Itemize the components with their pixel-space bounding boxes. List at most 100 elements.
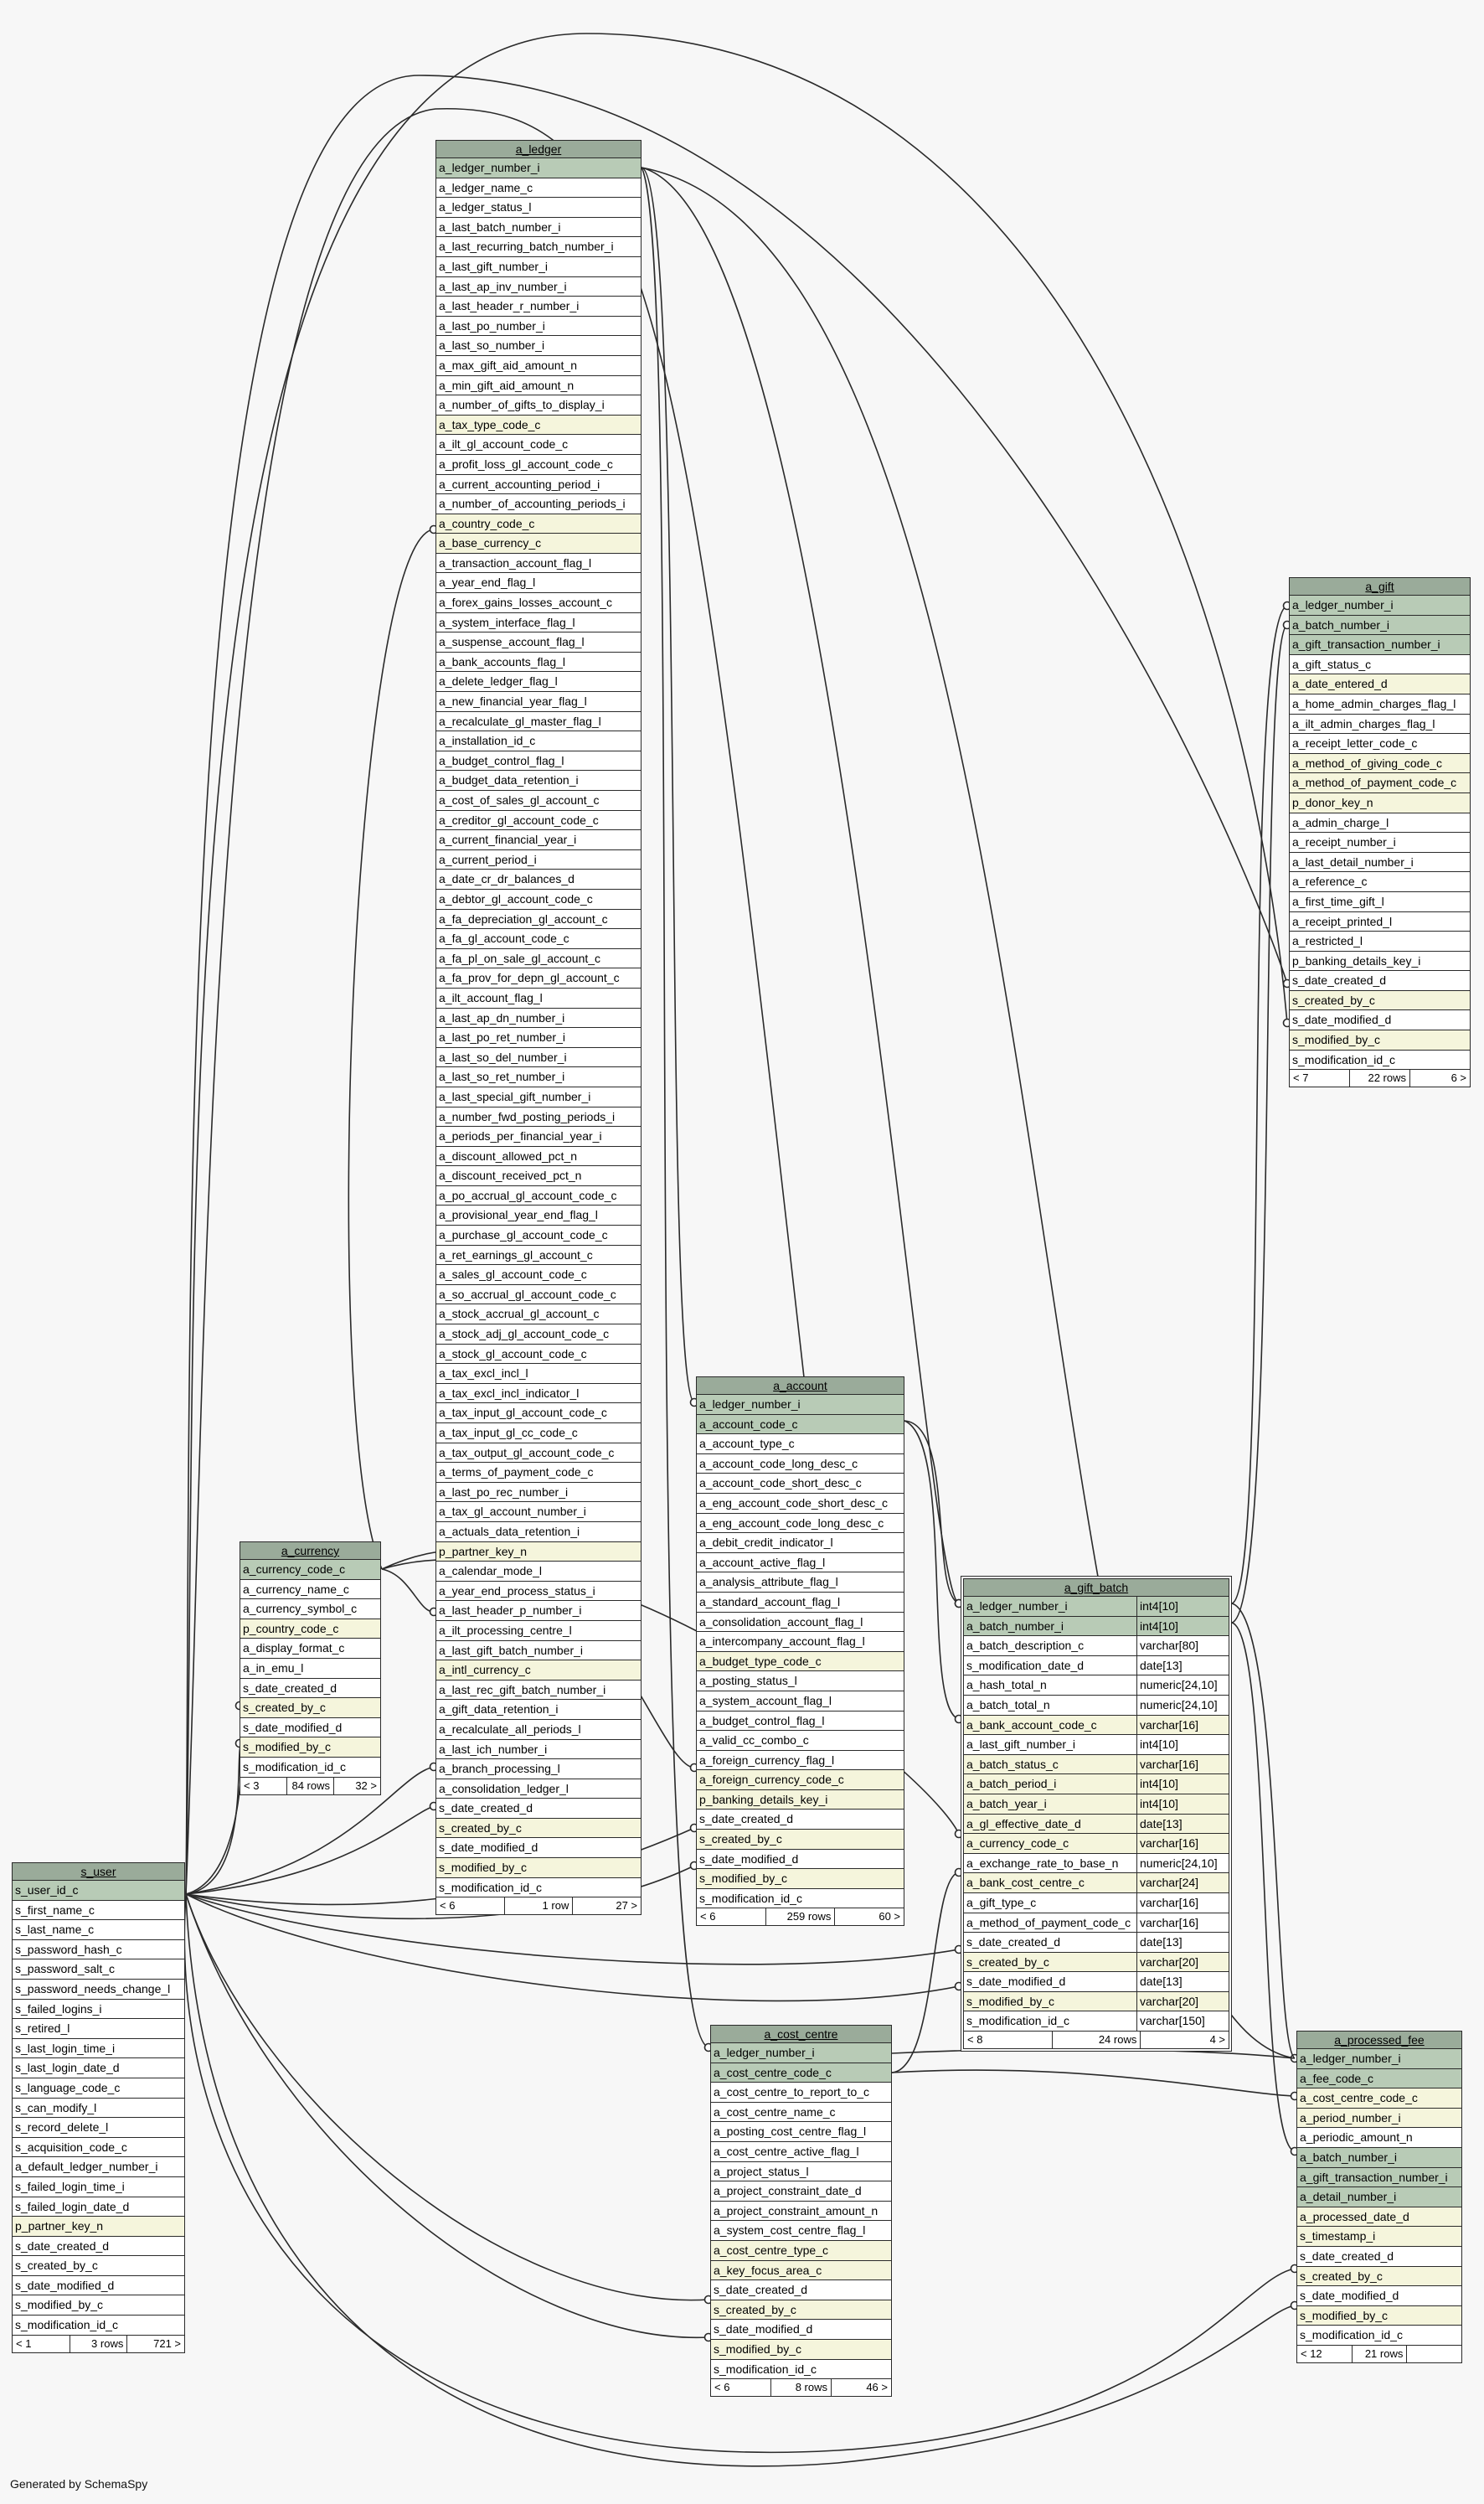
parents-count[interactable]: < 8 xyxy=(967,2033,983,2047)
column-name: a_budget_type_code_c xyxy=(699,1654,822,1668)
table-title[interactable]: a_currency xyxy=(240,1542,380,1560)
children-count[interactable]: 27 > xyxy=(616,1899,638,1913)
column-row: a_last_po_rec_number_i xyxy=(436,1482,641,1503)
parents-count[interactable]: < 7 xyxy=(1293,1071,1309,1085)
children-count[interactable]: 6 > xyxy=(1451,1071,1466,1085)
column-row: a_ledger_number_i xyxy=(1290,596,1470,616)
parents-count[interactable]: < 6 xyxy=(714,2381,730,2394)
parents-count[interactable]: < 1 xyxy=(16,2336,32,2350)
relationship-line xyxy=(1231,1622,1296,2152)
column-type: int4[10] xyxy=(1136,1597,1229,1616)
column-type: int4[10] xyxy=(1136,1794,1229,1814)
table-title[interactable]: a_ledger xyxy=(436,141,641,158)
column-row: s_acquisition_code_c xyxy=(13,2137,184,2158)
relationship-line xyxy=(381,1568,435,1613)
column-row: a_current_period_i xyxy=(436,849,641,870)
table-title[interactable]: a_account xyxy=(697,1377,904,1395)
column-row: s_modified_by_c xyxy=(1290,1030,1470,1051)
column-row: a_standard_account_flag_l xyxy=(697,1592,904,1613)
table-title[interactable]: a_gift xyxy=(1290,578,1470,596)
parents-count[interactable]: < 3 xyxy=(244,1779,260,1792)
column-name: a_ledger_number_i xyxy=(966,1599,1068,1613)
column-row: a_reference_c xyxy=(1290,872,1470,892)
column-name: a_system_cost_centre_flag_l xyxy=(714,2223,866,2238)
column-type: date[13] xyxy=(1136,1933,1229,1952)
table-title[interactable]: a_gift_batch xyxy=(964,1579,1229,1597)
column-name: s_date_modified_d xyxy=(699,1851,799,1866)
table-title[interactable]: s_user xyxy=(13,1863,184,1881)
column-type: numeric[24,10] xyxy=(1136,1675,1229,1695)
parents-count[interactable]: < 6 xyxy=(700,1910,716,1923)
children-count[interactable] xyxy=(1407,2346,1461,2362)
row-count[interactable]: 84 rows xyxy=(286,1777,334,1794)
column-name: a_analysis_attribute_flag_l xyxy=(699,1575,838,1589)
column-name: s_created_by_c xyxy=(15,2259,98,2273)
relationship-line xyxy=(1231,605,1288,1604)
row-count[interactable]: 259 rows xyxy=(765,1908,836,1926)
column-row: a_system_account_flag_l xyxy=(697,1691,904,1711)
column-name: a_last_po_ret_number_i xyxy=(439,1030,565,1045)
column-name: a_country_code_c xyxy=(439,516,535,530)
column-row: a_consolidation_account_flag_l xyxy=(697,1612,904,1633)
column-name: a_processed_date_d xyxy=(1300,2209,1409,2223)
column-row: a_last_ich_number_i xyxy=(436,1739,641,1760)
column-row: a_number_fwd_posting_periods_i xyxy=(436,1107,641,1128)
column-name: s_password_salt_c xyxy=(15,1962,116,1976)
column-name: a_gift_transaction_number_i xyxy=(1300,2170,1448,2184)
table-title[interactable]: a_processed_fee xyxy=(1297,2032,1461,2049)
column-name: a_recalculate_all_periods_l xyxy=(439,1722,581,1736)
column-name: a_account_code_short_desc_c xyxy=(699,1476,862,1490)
row-count[interactable]: 1 row xyxy=(503,1897,574,1915)
column-name: a_batch_description_c xyxy=(966,1639,1085,1653)
column-name: a_sales_gl_account_code_c xyxy=(439,1267,587,1282)
parents-count[interactable]: < 12 xyxy=(1301,2347,1322,2360)
column-row: s_modification_id_c xyxy=(697,1888,904,1909)
relationship-line xyxy=(185,33,1288,1895)
column-row: s_date_created_d xyxy=(13,2236,184,2257)
column-row: a_ledger_number_i xyxy=(436,158,641,178)
children-count[interactable]: 721 > xyxy=(153,2336,182,2350)
children-count[interactable]: 46 > xyxy=(866,2381,888,2394)
column-name: a_so_accrual_gl_account_code_c xyxy=(439,1287,616,1301)
column-row: a_recalculate_all_periods_l xyxy=(436,1719,641,1740)
column-row: a_last_recurring_batch_number_i xyxy=(436,237,641,257)
row-count[interactable]: 24 rows xyxy=(1051,2032,1141,2049)
children-count[interactable]: 32 > xyxy=(355,1779,377,1792)
children-count[interactable]: 60 > xyxy=(879,1910,901,1923)
column-name: a_cost_of_sales_gl_account_c xyxy=(439,793,600,807)
relationship-line xyxy=(904,1420,960,1604)
column-name: a_current_period_i xyxy=(439,852,537,866)
column-row: a_analysis_attribute_flag_l xyxy=(697,1572,904,1593)
row-count[interactable]: 22 rows xyxy=(1349,1070,1410,1087)
row-count[interactable]: 3 rows xyxy=(69,2335,128,2352)
column-row: a_cost_centre_active_flag_l xyxy=(711,2141,891,2162)
column-row: s_can_modify_l xyxy=(13,2098,184,2119)
table-title[interactable]: a_cost_centre xyxy=(711,2026,891,2043)
parents-count[interactable]: < 6 xyxy=(440,1899,456,1913)
row-count[interactable]: 8 rows xyxy=(770,2379,832,2397)
column-name: a_last_so_number_i xyxy=(439,338,545,353)
column-name: a_base_currency_c xyxy=(439,536,542,550)
column-name: a_ledger_number_i xyxy=(439,161,540,174)
children-count[interactable]: 4 > xyxy=(1209,2033,1226,2047)
column-name: a_standard_account_flag_l xyxy=(699,1594,841,1608)
column-name: a_tax_input_gl_account_code_c xyxy=(439,1406,607,1420)
column-row: a_eng_account_code_short_desc_c xyxy=(697,1493,904,1514)
column-row: a_gift_transaction_number_i xyxy=(1297,2167,1461,2188)
column-name: p_country_code_c xyxy=(243,1621,339,1635)
column-name: s_failed_login_time_i xyxy=(15,2179,125,2193)
row-count[interactable]: 21 rows xyxy=(1351,2345,1408,2362)
column-name: s_modification_id_c xyxy=(966,2014,1069,2028)
column-row: a_last_gift_batch_number_i xyxy=(436,1640,641,1661)
